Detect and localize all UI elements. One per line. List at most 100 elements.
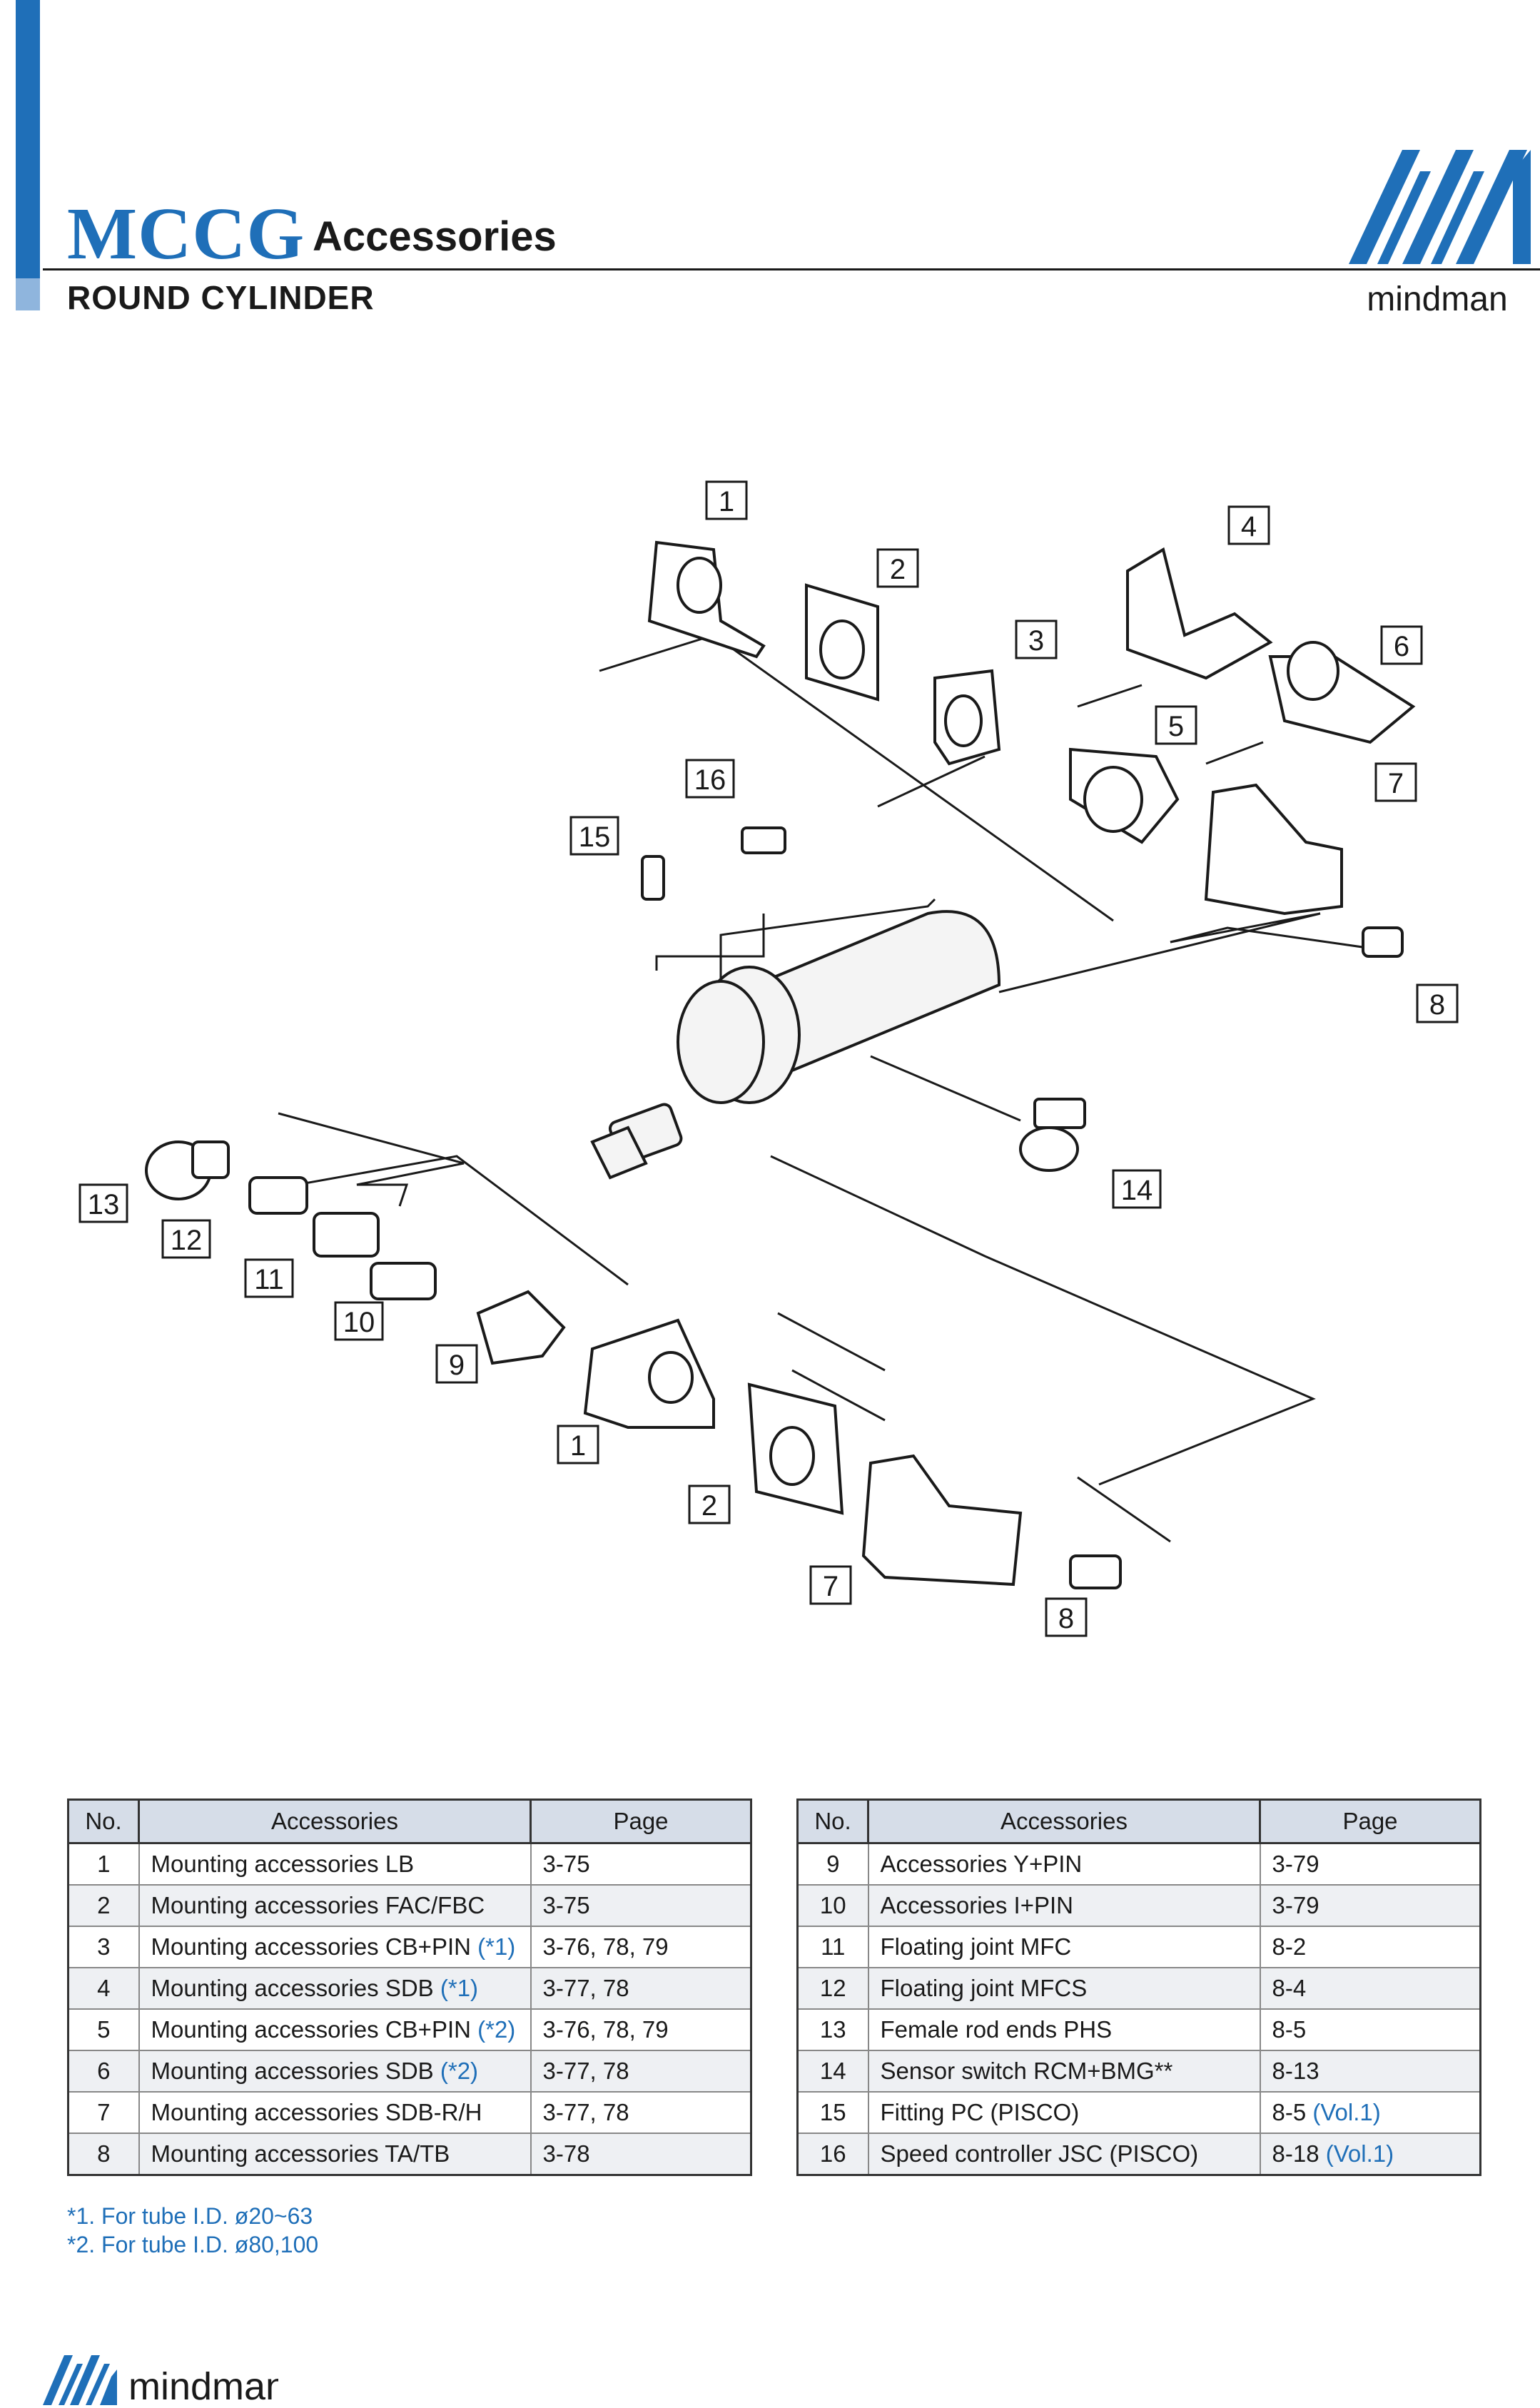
- label-10: 10: [334, 1301, 384, 1341]
- col-accessories: Accessories: [138, 1799, 532, 1844]
- svg-text:2: 2: [890, 554, 906, 585]
- col-no: No.: [796, 1799, 869, 1844]
- row-no: 3: [67, 1926, 140, 1968]
- row-accessory: Mounting accessories CB+PIN (*2): [138, 2008, 532, 2051]
- row-accessory: Fitting PC (PISCO): [867, 2091, 1261, 2134]
- row-no: 15: [796, 2091, 869, 2134]
- diagram-labels: 1 2 3 4 5 6 7 8 9 10 11 12 13 14 15 16 1…: [78, 480, 1459, 1637]
- col-page: Page: [530, 1799, 752, 1844]
- row-page: 3-77, 78: [530, 1967, 752, 2010]
- row-accessory: Speed controller JSC (PISCO): [867, 2133, 1261, 2176]
- svg-text:6: 6: [1394, 631, 1409, 662]
- svg-text:8: 8: [1058, 1603, 1074, 1634]
- row-page: 3-75: [530, 1884, 752, 1927]
- row-page: 8-5 (Vol.1): [1259, 2091, 1481, 2134]
- svg-text:16: 16: [694, 764, 726, 796]
- label-7-bottom: 7: [809, 1565, 852, 1605]
- row-accessory: Mounting accessories CB+PIN (*1): [138, 1926, 532, 1968]
- accessory-diagram: 1 2 3 4 5 6 7 8 9 10 11 12 13 14 15 16 1…: [78, 480, 1459, 1637]
- row-page: 8-5: [1259, 2008, 1481, 2051]
- row-page: 3-75: [530, 1842, 752, 1886]
- row-accessory: Mounting accessories SDB (*2): [138, 2050, 532, 2093]
- col-no: No.: [67, 1799, 140, 1844]
- svg-text:2: 2: [701, 1490, 717, 1522]
- label-2-bottom: 2: [688, 1484, 731, 1524]
- accent-bar-light: [16, 278, 40, 310]
- label-1-top: 1: [705, 480, 748, 520]
- table-header-row: No. Accessories Page: [796, 1799, 1481, 1844]
- row-accessory: Sensor switch RCM+BMG**: [867, 2050, 1261, 2093]
- label-5: 5: [1155, 705, 1197, 745]
- label-16: 16: [685, 759, 735, 799]
- label-4: 4: [1227, 505, 1270, 545]
- svg-text:9: 9: [449, 1350, 465, 1381]
- svg-text:mindman: mindman: [128, 2365, 278, 2408]
- page-subtitle: ROUND CYLINDER: [67, 279, 375, 316]
- row-no: 1: [67, 1842, 140, 1886]
- row-page: 8-13: [1259, 2050, 1481, 2093]
- svg-text:14: 14: [1121, 1175, 1153, 1206]
- col-page: Page: [1259, 1799, 1481, 1844]
- page-title: Accessories: [313, 213, 557, 260]
- col-accessories: Accessories: [867, 1799, 1261, 1844]
- row-accessory: Accessories Y+PIN: [867, 1842, 1261, 1886]
- label-9: 9: [435, 1344, 478, 1384]
- svg-text:7: 7: [823, 1571, 839, 1602]
- svg-text:7: 7: [1388, 768, 1404, 799]
- row-no: 16: [796, 2133, 869, 2176]
- row-accessory: Mounting accessories TA/TB: [138, 2133, 532, 2176]
- svg-text:mindman: mindman: [1367, 280, 1507, 318]
- row-accessory: Mounting accessories SDB-R/H: [138, 2091, 532, 2134]
- row-no: 6: [67, 2050, 140, 2093]
- label-11: 11: [244, 1258, 294, 1298]
- row-no: 9: [796, 1842, 869, 1886]
- footnote-2: *2. For tube I.D. ø80,100: [67, 2232, 319, 2257]
- label-3: 3: [1015, 619, 1058, 659]
- row-page: 8-18 (Vol.1): [1259, 2133, 1481, 2176]
- row-accessory: Floating joint MFC: [867, 1926, 1261, 1968]
- footnote-1: *1. For tube I.D. ø20~63: [67, 2203, 313, 2229]
- header-divider: [43, 268, 1540, 270]
- svg-text:4: 4: [1241, 511, 1257, 542]
- row-accessory: Mounting accessories SDB (*1): [138, 1967, 532, 2010]
- label-6: 6: [1380, 625, 1423, 665]
- row-page: 3-79: [1259, 1884, 1481, 1927]
- svg-text:8: 8: [1429, 989, 1445, 1021]
- row-accessory: Floating joint MFCS: [867, 1967, 1261, 2010]
- svg-text:5: 5: [1168, 711, 1184, 742]
- row-no: 8: [67, 2133, 140, 2176]
- svg-text:15: 15: [579, 821, 611, 853]
- row-no: 14: [796, 2050, 869, 2093]
- svg-text:12: 12: [171, 1225, 203, 1256]
- row-page: 3-76, 78, 79: [530, 1926, 752, 1968]
- mindman-logo: mindman: [1349, 150, 1531, 318]
- row-page: 8-2: [1259, 1926, 1481, 1968]
- accent-bar: [16, 0, 40, 307]
- svg-text:1: 1: [570, 1430, 586, 1462]
- row-no: 2: [67, 1884, 140, 1927]
- label-15: 15: [569, 816, 619, 856]
- footnotes: *1. For tube I.D. ø20~63 *2. For tube I.…: [67, 2202, 318, 2259]
- row-no: 5: [67, 2008, 140, 2051]
- label-14: 14: [1112, 1169, 1162, 1209]
- row-accessory: Mounting accessories LB: [138, 1842, 532, 1886]
- row-page: 3-77, 78: [530, 2050, 752, 2093]
- row-no: 11: [796, 1926, 869, 1968]
- label-13: 13: [78, 1183, 128, 1223]
- label-1-bottom: 1: [557, 1425, 599, 1464]
